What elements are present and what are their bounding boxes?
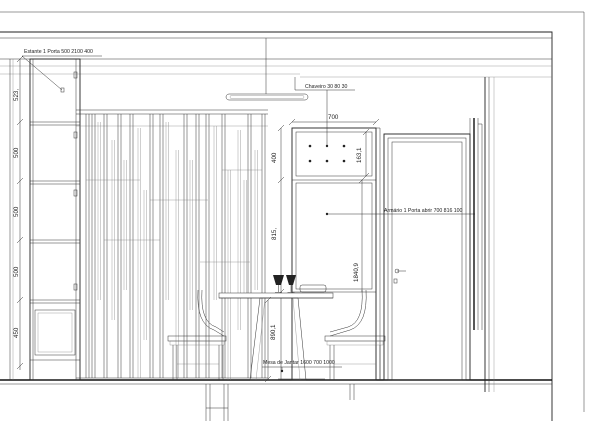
pendant-lamp <box>225 38 309 101</box>
dim-815: 815, <box>271 228 278 240</box>
armario-label-leader <box>325 212 475 216</box>
chair-right <box>324 289 386 380</box>
room-outline <box>0 11 585 421</box>
dim-1840: 1840,9 <box>353 263 360 282</box>
dim-523: 523, <box>13 89 20 101</box>
dim-700: 700 <box>328 114 339 121</box>
chair-left <box>167 289 227 380</box>
estante-label-leader <box>21 55 102 91</box>
label-armario: Armário 1 Porta abrir 700 816 100 <box>384 208 463 214</box>
dim-500-lower: 500 <box>13 266 20 277</box>
label-estante: Estante 1 Porta 500 2100 400 <box>24 49 93 55</box>
dim-163: 163,1 <box>356 147 363 163</box>
dim-400: 400 <box>271 152 278 163</box>
key-hook <box>342 144 346 148</box>
dim-890: 890,1 <box>270 324 277 340</box>
key-hook <box>308 159 312 163</box>
chaveiro-label-leader <box>294 77 355 148</box>
key-hook <box>342 159 346 163</box>
slatted-partition <box>76 109 268 380</box>
dim-450: 450 <box>13 327 20 338</box>
key-hooks <box>308 144 346 163</box>
dining-table <box>218 284 334 383</box>
wine-glasses <box>273 275 296 293</box>
label-mesa: Mesa de Jantar 1600 700 1000 <box>263 360 335 366</box>
dim-500-upper: 500 <box>13 147 20 158</box>
bookcase-estante <box>9 58 81 381</box>
cabinet-dimension-lines <box>277 118 380 380</box>
mesa-label-leader <box>262 366 342 373</box>
dim-500-middle: 500 <box>13 206 20 217</box>
cabinet-armario <box>291 127 381 381</box>
label-chaveiro: Chaveiro 30 80 30 <box>305 84 348 90</box>
key-hook <box>325 159 329 163</box>
door <box>383 118 483 381</box>
bookcase-dimension-line <box>16 55 24 370</box>
key-hook <box>308 144 312 148</box>
